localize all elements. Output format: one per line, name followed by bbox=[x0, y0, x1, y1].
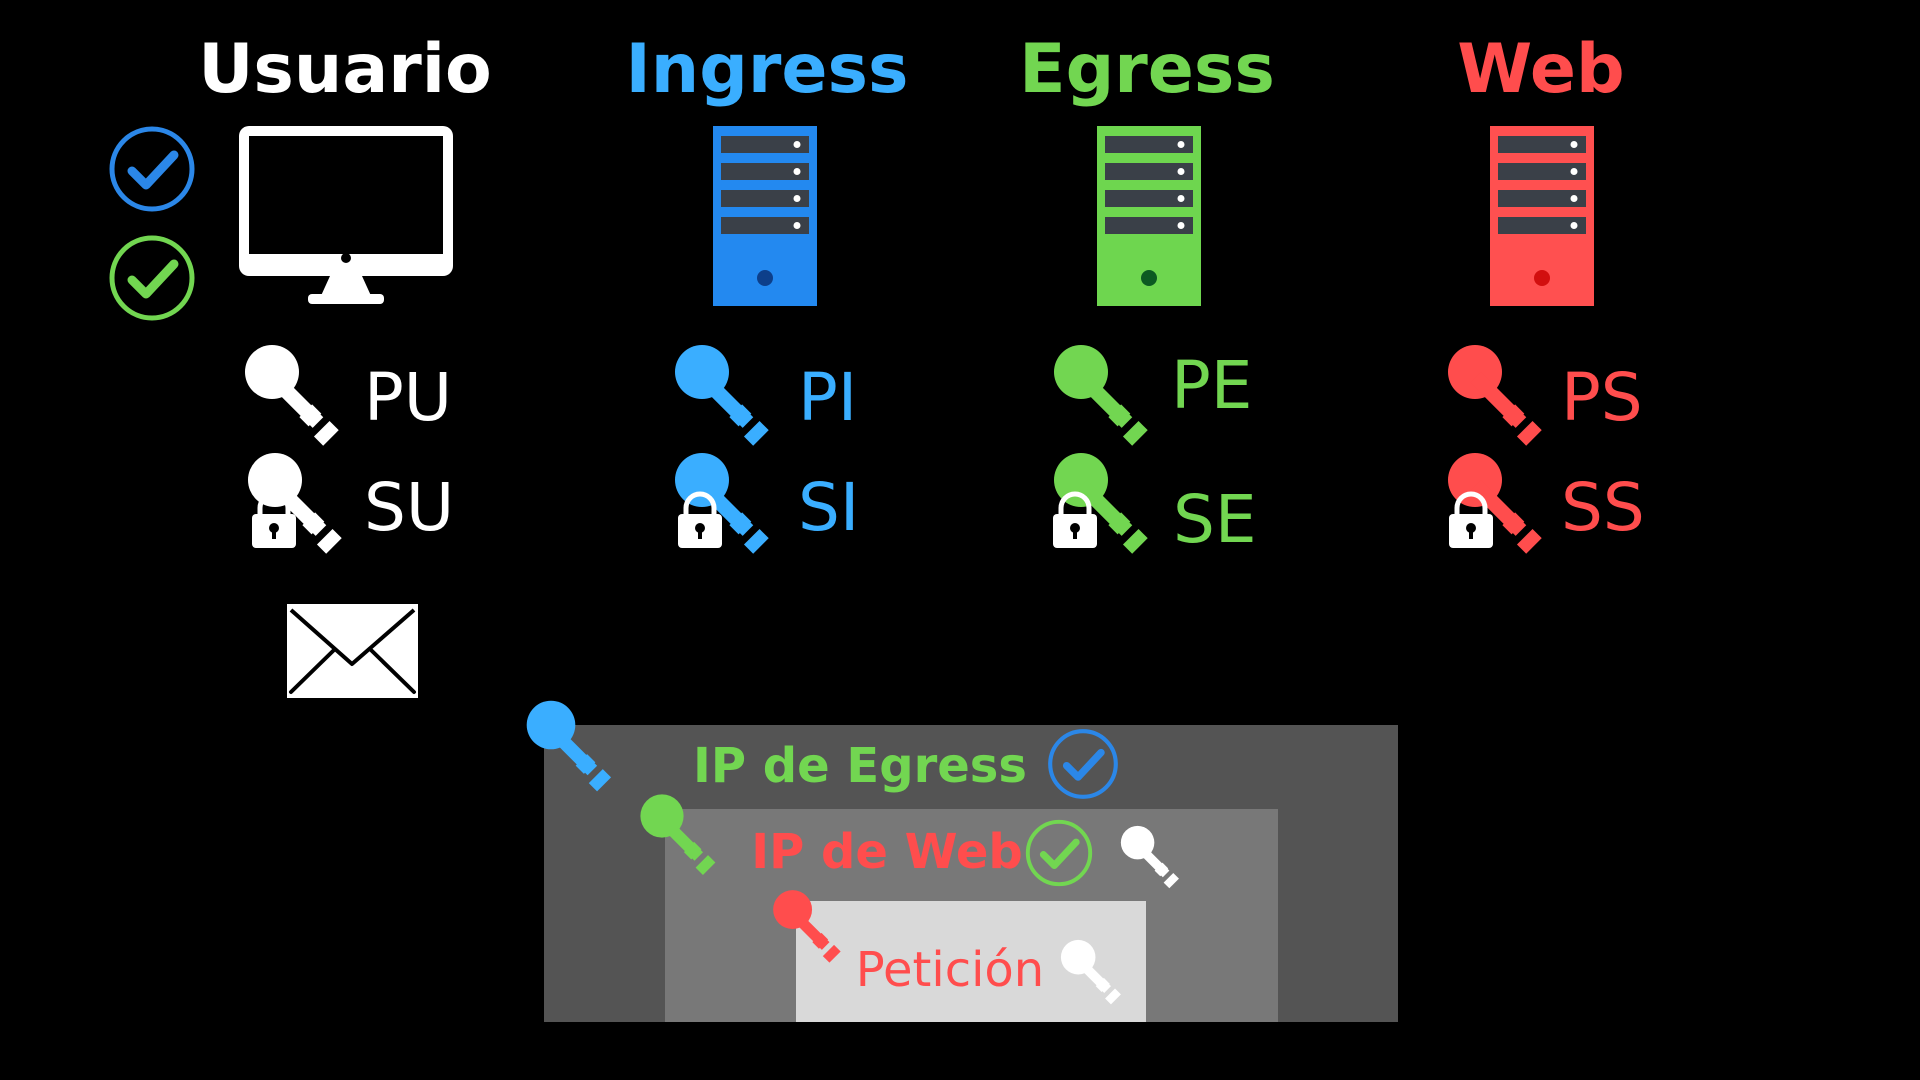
column-title-user: Usuario bbox=[198, 30, 492, 109]
secret-key-icon bbox=[1448, 453, 1542, 554]
secret-key-icon bbox=[1053, 453, 1148, 554]
public-key-label-user: PU bbox=[364, 359, 452, 436]
public-key-label-ingress: PI bbox=[798, 359, 857, 436]
public-key-icon bbox=[1448, 345, 1542, 446]
public-key-icon bbox=[245, 345, 339, 446]
secret-key-label-ingress: SI bbox=[798, 469, 859, 546]
column-title-web: Web bbox=[1457, 30, 1624, 109]
public-key-icon bbox=[1054, 345, 1148, 446]
secret-key-icon bbox=[248, 453, 342, 554]
column-title-egress: Egress bbox=[1019, 30, 1275, 109]
envelope-icon bbox=[287, 604, 418, 698]
packet-inner-label: Petición bbox=[856, 942, 1044, 998]
secret-key-label-web: SS bbox=[1561, 469, 1645, 546]
secret-key-label-user: SU bbox=[364, 469, 454, 546]
server-icon bbox=[713, 126, 817, 306]
check-circle-icon bbox=[112, 238, 192, 318]
public-key-label-egress: PE bbox=[1171, 347, 1253, 424]
server-icon bbox=[1097, 126, 1201, 306]
server-icon bbox=[1490, 126, 1594, 306]
secret-key-label-egress: SE bbox=[1173, 481, 1257, 558]
packet-outer-label: IP de Egress bbox=[693, 738, 1027, 794]
public-key-icon bbox=[675, 345, 769, 446]
column-title-ingress: Ingress bbox=[626, 30, 909, 109]
public-key-label-web: PS bbox=[1561, 359, 1643, 436]
check-circle-icon bbox=[112, 129, 192, 209]
secret-key-icon bbox=[675, 453, 769, 554]
packet-middle-label: IP de Web bbox=[751, 824, 1023, 880]
monitor-icon bbox=[239, 126, 453, 304]
